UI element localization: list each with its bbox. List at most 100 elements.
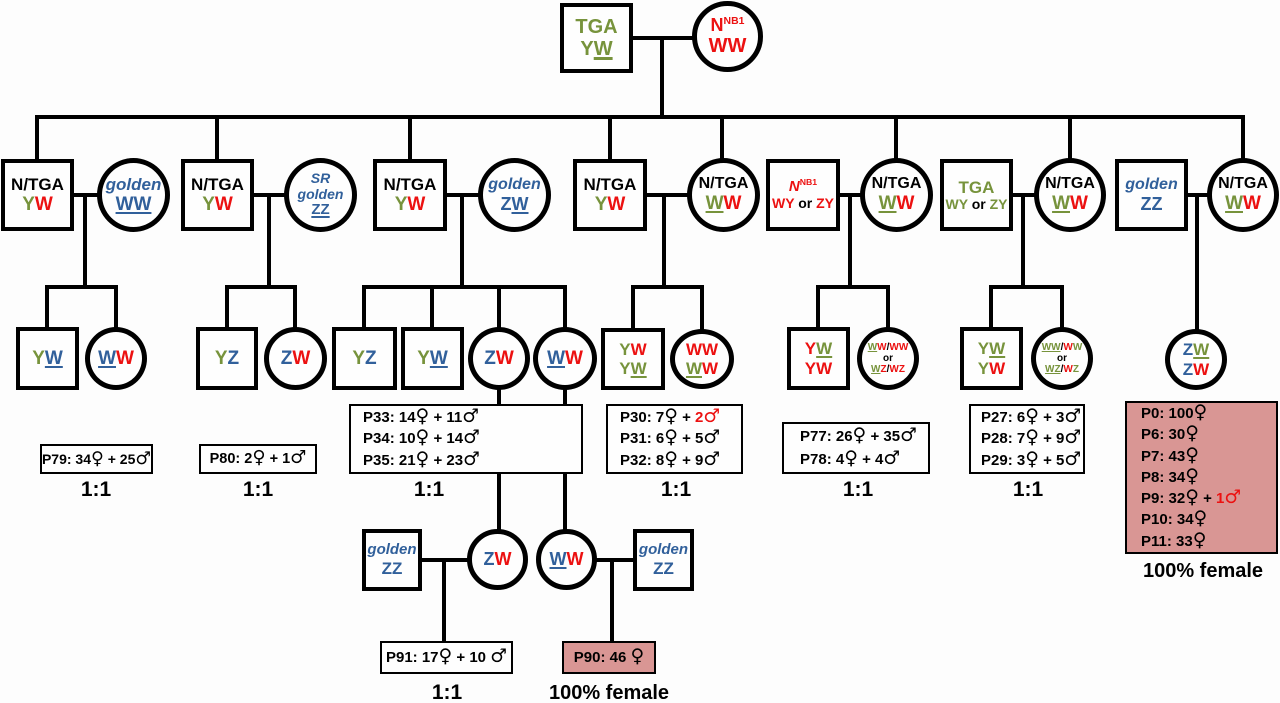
genotype-segment: W [34,193,53,215]
pedigree-line-vertical [989,285,993,331]
genotype-segment: W [1243,193,1261,215]
female-symbol: ♀ [1025,427,1039,449]
genotype-segment: W [816,339,833,359]
genotype-segment: Y [32,347,45,369]
genotype-segment: Y [619,339,631,359]
genotype-segment: P35: 21♀ + 23♂ [363,448,480,470]
pedigree-line-horizontal [227,285,295,289]
pedigree-line-vertical [83,193,87,289]
text-line: ZZ [653,559,674,578]
genotype-segment: Y [804,339,817,359]
genotype-segment: W [494,549,512,570]
genotype-segment: golden [1125,175,1178,193]
genotype-segment: W [685,359,702,378]
text-line: P79: 34♀ + 25♂ [41,449,152,469]
pedigree-line-vertical [293,285,297,331]
box-p77-p78: P77: 26♀ + 35♂P78: 4♀ + 4♂ [782,422,930,474]
male-symbol: ♂ [1064,405,1082,427]
genotype-segment: W [1070,193,1088,215]
text-line: NNB1 [711,15,745,35]
genotype-segment: W [1193,359,1210,379]
g4-female-zw: ZW [467,529,528,590]
pedigree-line-vertical [225,285,229,331]
genotype-segment: NB1 [723,16,745,28]
text-line: P33: 14♀ + 11♂ [363,407,581,429]
female-symbol: ♀ [844,448,858,469]
text-line: YW [978,359,1005,378]
text-line: P90: 46 ♀ [573,646,645,667]
genotype-segment: W [877,341,887,353]
text-line: WY or ZY [772,195,834,212]
male-symbol: ♂ [883,448,901,469]
genotype-segment: W [511,193,529,214]
text-line: P32: 8♀ + 9♂ [620,450,741,472]
text-line: P77: 26♀ + 35♂ [800,425,928,448]
text-line: or [883,353,893,364]
text-line: SR [311,170,330,187]
text-line: YW [619,359,646,378]
genotype-segment: P90: 46 ♀ [573,646,645,667]
text-line: golden [106,175,162,194]
text-line: TGA [959,178,995,197]
genotype-segment: W [607,193,626,215]
genotype-segment: W [1072,341,1083,353]
text-line: YW [32,348,63,369]
genotype-segment: P8: 34♀ [1141,465,1199,487]
genotype-segment: N/TGA [698,175,749,193]
genotype-segment: ZZ [381,558,403,578]
genotype-segment: Z [1182,340,1194,360]
male-symbol: ♂ [1064,448,1082,470]
male-symbol: ♂ [135,449,152,469]
genotype-segment: W [292,347,311,369]
text-line: YW [978,339,1005,358]
genotype-segment: Z [280,347,293,369]
pedigree-line-vertical [662,193,666,289]
pedigree-line-horizontal [991,285,1062,289]
box-p80: P80: 2♀ + 1♂ [199,444,317,474]
genotype-segment: W [871,364,881,376]
genotype-segment: WY [945,195,968,212]
text-line: WW/WW [1042,342,1083,353]
g3-f1-female-ww: WW [85,327,147,390]
genotype-segment: W [705,193,724,215]
genotype-segment: golden [297,185,344,202]
genotype-segment: 1♂ [1216,487,1242,509]
pedigree-line-horizontal [47,285,116,289]
female-symbol: ♀ [852,425,867,446]
box-p90: P90: 46 ♀ [562,641,656,674]
genotype-segment: NB1 [799,176,818,187]
genotype-segment: golden [638,541,689,559]
pedigree-line-vertical [700,285,704,331]
text-line: WW [1225,193,1261,214]
box-p91: P91: 17♀ + 10 ♂ [380,641,513,674]
female-symbol: ♀ [1193,508,1208,530]
text-line: P30: 7♀ + 2♂ [620,407,741,429]
text-line: YZ [215,348,239,369]
genotype-segment: P80: 2♀ + 1♂ [209,447,307,468]
text-line: golden [297,185,344,203]
genotype-segment: P79: 34♀ + 25♂ [41,449,152,469]
text-line: P8: 34♀ [1141,467,1276,488]
genotype-segment: W [867,341,878,353]
text-line: ZZ [311,201,329,219]
pedigree-line-vertical [1060,285,1064,331]
female-symbol: ♀ [415,405,430,427]
genotype-segment: WZ [889,364,905,376]
genotype-segment: or [967,195,990,212]
genotype-segment: Y [352,347,366,369]
text-line: P0: 100♀ [1141,403,1276,424]
text-line: golden [367,541,416,559]
text-line: N/TGA [11,175,64,194]
male-symbol: ♂ [703,427,721,449]
text-line: WW [550,549,584,569]
genotype-segment: / [1060,364,1064,376]
female-symbol: ♀ [1192,529,1207,551]
genotype-segment: W [989,339,1006,359]
